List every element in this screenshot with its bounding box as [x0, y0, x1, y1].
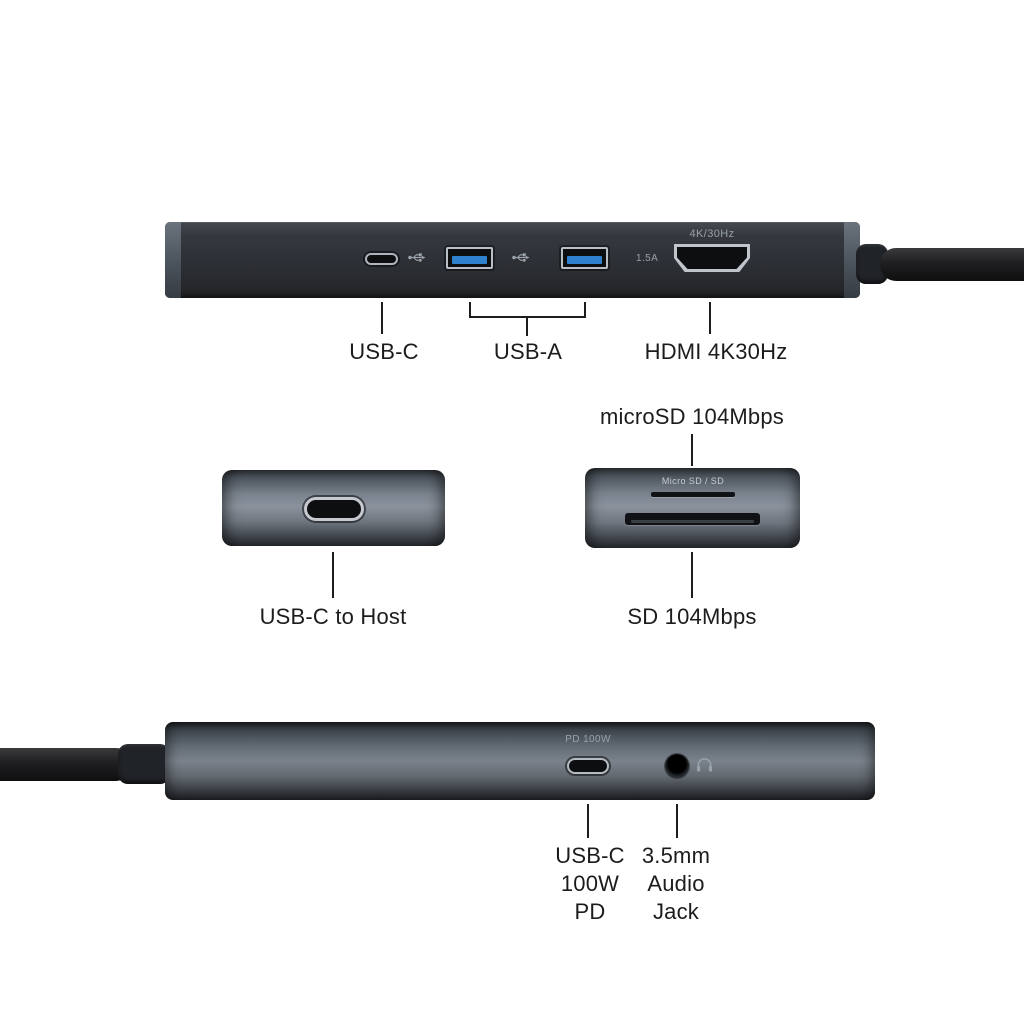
callout-line-usba-right: [584, 302, 586, 318]
usb-icon: [512, 251, 530, 269]
hub-card-reader-view: Micro SD / SD: [585, 468, 800, 548]
callout-label-audio-line3: Jack: [652, 899, 700, 924]
callout-line-hdmi: [709, 302, 711, 334]
callout-label-audio: 3.5mm Audio Jack: [642, 842, 710, 926]
hdmi-marking: 4K/30Hz: [689, 228, 735, 240]
callout-label-microsd: microSD 104Mbps: [600, 404, 784, 429]
callout-label-pd-line2: 100W: [560, 871, 620, 896]
callout-line-audio: [676, 804, 678, 838]
callout-line-usba-stem: [526, 316, 528, 336]
headphones-icon: [695, 756, 714, 778]
callout-line-pd: [587, 804, 589, 838]
host-cable-back: [0, 748, 132, 781]
usba-port-2: [561, 247, 608, 269]
usbc-pd-port: [567, 758, 609, 774]
host-cable: [880, 248, 1024, 281]
current-rating-marking: 1.5A: [636, 253, 659, 264]
callout-label-sd: SD 104Mbps: [627, 604, 757, 629]
callout-line-microsd: [691, 434, 693, 466]
usbc-data-port: [365, 253, 398, 265]
sd-slot: [625, 513, 760, 525]
hdmi-port-cavity: [677, 247, 747, 269]
audio-jack-port: [665, 754, 689, 778]
usbc-host-port: [304, 497, 364, 521]
callout-line-usba-left: [469, 302, 471, 318]
usba-tongue: [567, 256, 602, 264]
callout-label-audio-line1: 3.5mm: [641, 843, 711, 868]
front-endcap-right: [844, 222, 860, 298]
cable-strain-relief-back: [118, 744, 170, 784]
callout-label-pd-line3: PD: [574, 899, 606, 924]
usb-icon: [408, 251, 426, 269]
card-slots-marking: Micro SD / SD: [661, 476, 725, 486]
callout-label-pd-line1: USB-C: [555, 843, 625, 868]
hub-host-end-view: [222, 470, 445, 546]
callout-label-host: USB-C to Host: [259, 604, 407, 629]
callout-label-pd: USB-C 100W PD: [555, 842, 624, 926]
callout-label-usba: USB-A: [493, 339, 563, 364]
usba-port-1: [446, 247, 493, 269]
callout-label-audio-line2: Audio: [647, 871, 705, 896]
callout-label-hdmi: HDMI 4K30Hz: [644, 339, 788, 364]
microsd-slot: [651, 492, 735, 497]
callout-line-host: [332, 552, 334, 598]
hub-back-view: PD 100W: [165, 722, 875, 800]
front-endcap-left: [165, 222, 181, 298]
sd-slot-insert: [631, 520, 754, 523]
hub-front-view: 1.5A 4K/30Hz: [165, 222, 860, 298]
callout-line-sd: [691, 552, 693, 598]
usba-tongue: [452, 256, 487, 264]
callout-label-usbc: USB-C: [349, 339, 419, 364]
pd-marking: PD 100W: [565, 734, 611, 745]
callout-line-usbc: [381, 302, 383, 334]
hdmi-port: [674, 244, 750, 272]
